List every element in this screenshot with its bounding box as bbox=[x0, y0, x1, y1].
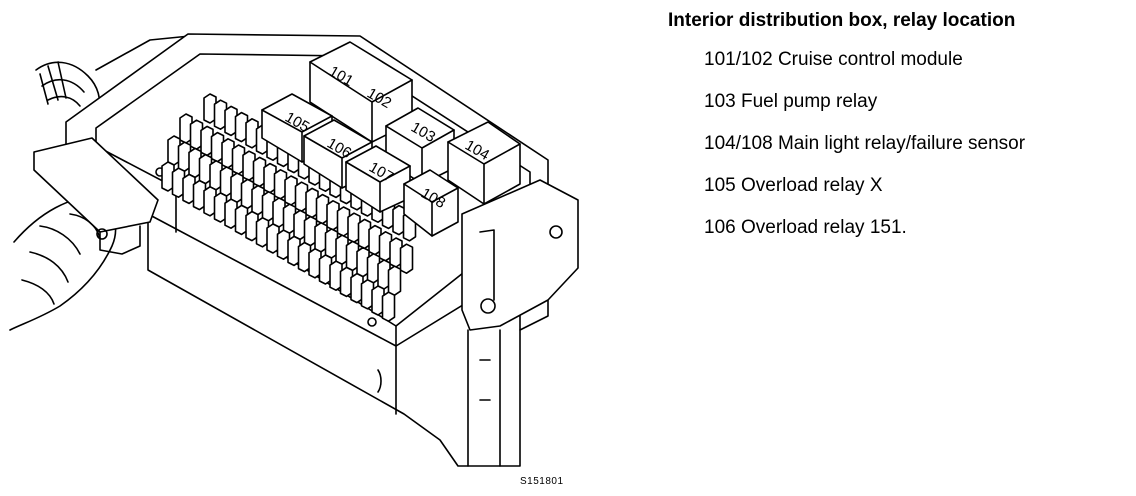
legend-panel: Interior distribution box, relay locatio… bbox=[668, 8, 1128, 258]
fuse-rows bbox=[161, 93, 417, 322]
legend-item: 106 Overload relay 151. bbox=[704, 217, 907, 238]
legend-item: 104/108 Main light relay/failure sensor bbox=[704, 133, 1026, 154]
distribution-box-illustration: 101 102 103 104 105 106 107 108 bbox=[9, 33, 579, 467]
figure-code: S151801 bbox=[520, 476, 564, 487]
relay-108 bbox=[403, 169, 459, 237]
legend-list: 101/102 Cruise control module 103 Fuel p… bbox=[668, 48, 1128, 258]
legend-item: 103 Fuel pump relay bbox=[704, 91, 878, 112]
legend-title: Interior distribution box, relay locatio… bbox=[668, 10, 1016, 31]
legend-item: 105 Overload relay X bbox=[704, 175, 883, 196]
relay-101-102 bbox=[309, 41, 413, 143]
legend-item: 101/102 Cruise control module bbox=[704, 49, 963, 70]
relay-104 bbox=[447, 121, 521, 205]
